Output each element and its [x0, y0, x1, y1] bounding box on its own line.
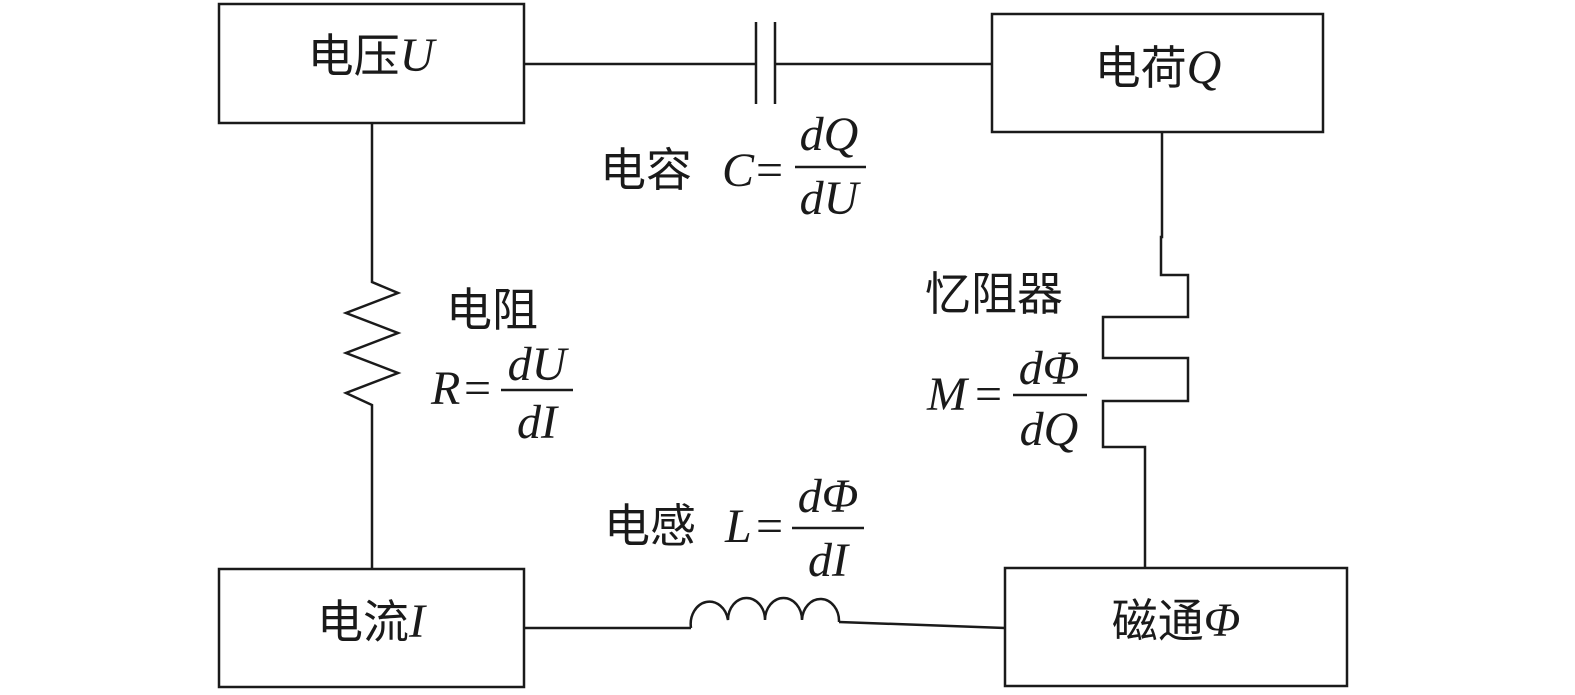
- current-symbol: I: [408, 595, 427, 648]
- resistor-symbol: [342, 123, 402, 570]
- memristor-formula: 忆阻器 M = dΦ dQ: [925, 267, 1087, 456]
- resistor-formula: 电阻 R = dU dI: [430, 283, 573, 449]
- inductor-formula: 电感 L = dΦ dI: [604, 470, 864, 587]
- charge-symbol: Q: [1187, 41, 1222, 94]
- memristor-equals: =: [975, 368, 1002, 421]
- memristor-symbol-text: M: [926, 368, 970, 421]
- inductor-denominator: dI: [808, 534, 850, 587]
- capacitor-label: 电容: [600, 143, 692, 197]
- memristor-numerator: dΦ: [1019, 342, 1080, 395]
- memristor-denominator: dQ: [1020, 403, 1079, 456]
- inductor-numerator: dΦ: [798, 470, 859, 523]
- charge-label: 电荷: [1095, 41, 1187, 95]
- current-label: 电流: [317, 595, 409, 649]
- flux-symbol: Φ: [1204, 594, 1241, 647]
- flux-box: 磁通Φ: [1003, 566, 1349, 688]
- capacitor-equals: =: [756, 144, 783, 197]
- voltage-box: 电压U: [217, 2, 526, 125]
- resistor-equals: =: [464, 362, 491, 415]
- voltage-symbol: U: [400, 29, 438, 82]
- inductor-label: 电感: [604, 499, 696, 553]
- svg-text:电荷Q: 电荷Q: [1095, 41, 1222, 95]
- inductor-equals: =: [756, 500, 783, 553]
- capacitor-formula: 电容 C = dQ dU: [600, 108, 866, 225]
- svg-text:电压U: 电压U: [308, 29, 438, 83]
- memristor-symbol: [1101, 133, 1190, 568]
- capacitor-denominator: dU: [800, 172, 862, 225]
- memristor-label: 忆阻器: [925, 267, 1063, 321]
- svg-text:电流I: 电流I: [317, 595, 427, 649]
- capacitor-symbol: [523, 22, 993, 104]
- flux-label: 磁通: [1112, 594, 1204, 648]
- inductor-symbol: [523, 596, 1006, 630]
- capacitor-symbol-text: C: [722, 144, 755, 197]
- inductor-symbol-text: L: [724, 500, 752, 553]
- current-box: 电流I: [217, 567, 526, 689]
- svg-text:磁通Φ: 磁通Φ: [1112, 594, 1241, 648]
- resistor-denominator: dI: [517, 396, 559, 449]
- resistor-numerator: dU: [508, 338, 570, 391]
- resistor-label: 电阻: [446, 283, 538, 337]
- resistor-symbol-text: R: [430, 362, 460, 415]
- voltage-label: 电压: [308, 29, 400, 83]
- charge-box: 电荷Q: [990, 12, 1325, 134]
- capacitor-numerator: dQ: [800, 108, 859, 161]
